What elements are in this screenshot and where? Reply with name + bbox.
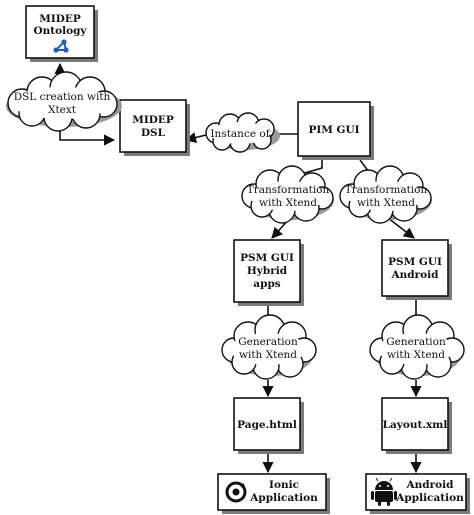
ionic-logo-icon: [225, 481, 247, 503]
node-psm-gui-android-line1: PSM GUI: [388, 256, 442, 268]
cloud-generation-left: Generation with Xtend: [221, 314, 317, 380]
cloud-dsl-creation-line2: Xtext: [48, 104, 77, 116]
cloud-transform-left: Transformation with Xtend: [241, 165, 334, 224]
node-android-application-line1: Android: [406, 479, 455, 491]
node-psm-gui-android-line2: Android: [391, 269, 440, 281]
node-midep-ontology-line2: Ontology: [33, 25, 87, 37]
node-psm-gui-hybrid-line3: apps: [253, 278, 280, 290]
cloud-instance-of-line1: Instance of: [210, 128, 270, 140]
node-midep-dsl: MIDEP DSL: [119, 99, 190, 156]
node-midep-dsl-line1: MIDEP: [132, 114, 174, 126]
node-pim-gui-line1: PIM GUI: [308, 124, 359, 136]
node-midep-dsl-line2: DSL: [141, 127, 166, 139]
cloud-transform-left-line2: with Xtend: [259, 197, 317, 209]
node-psm-gui-hybrid-line2: Hybrid: [247, 265, 288, 277]
cloud-generation-right: Generation with Xtend: [369, 314, 465, 380]
cloud-transform-right: Transformation with Xtend: [339, 165, 432, 224]
cloud-generation-left-line1: Generation: [238, 336, 298, 348]
cloud-generation-right-line2: with Xtend: [387, 349, 445, 361]
node-psm-gui-hybrid-line1: PSM GUI: [240, 252, 294, 264]
node-midep-ontology-line1: MIDEP: [39, 13, 81, 25]
edge-transform-right-to-psm-android: [387, 217, 415, 239]
ontology-graph-icon: [53, 39, 69, 53]
cloud-transform-left-line1: Transformation: [247, 184, 330, 196]
cloud-transform-right-line1: Transformation: [345, 184, 428, 196]
cloud-generation-right-line1: Generation: [386, 336, 446, 348]
cloud-instance-of: Instance of: [205, 112, 280, 153]
node-android-application-line2: Application: [395, 492, 464, 504]
node-pim-gui: PIM GUI: [297, 101, 374, 160]
node-midep-ontology: MIDEP Ontology: [25, 5, 98, 62]
node-layout-xml-line1: Layout.xml: [383, 419, 448, 431]
node-page-html-line1: Page.html: [237, 419, 297, 431]
node-layout-xml: Layout.xml: [381, 397, 452, 454]
node-psm-gui-android: PSM GUI Android: [381, 239, 452, 300]
node-psm-gui-hybrid: PSM GUI Hybrid apps: [233, 239, 304, 306]
android-robot-icon: [371, 477, 397, 506]
cloud-generation-left-line2: with Xtend: [239, 349, 297, 361]
node-ionic-application-line1: Ionic: [269, 479, 299, 491]
node-ionic-application: Ionic Application: [217, 473, 330, 514]
cloud-dsl-creation-line1: DSL creation with: [14, 91, 111, 103]
cloud-transform-right-line2: with Xtend: [357, 197, 415, 209]
node-ionic-application-line2: Application: [249, 492, 318, 504]
node-android-application: Android Application: [365, 473, 470, 514]
cloud-dsl-creation: DSL creation with Xtext: [6, 71, 122, 132]
node-page-html: Page.html: [233, 397, 304, 454]
